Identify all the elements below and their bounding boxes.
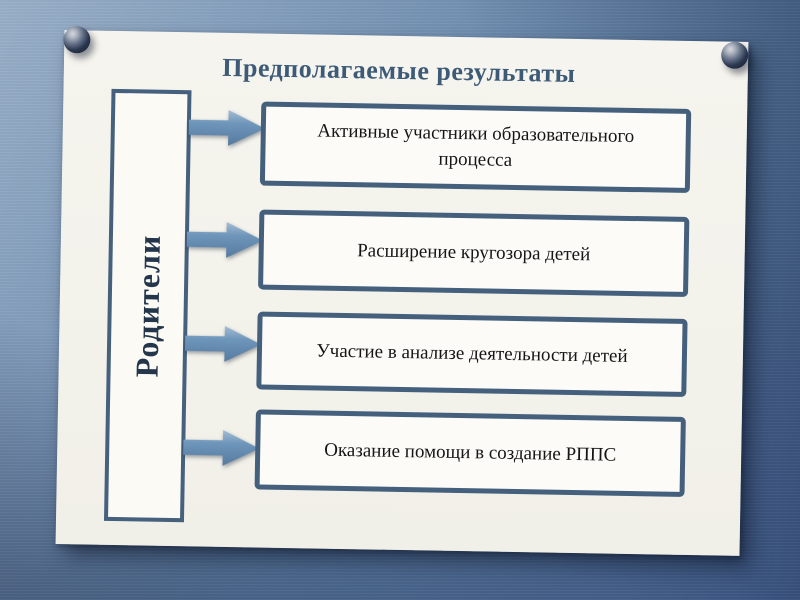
result-label-4: Оказание помощи в создание РППС [324,439,617,466]
parents-box: Родители [103,88,192,523]
result-label-3: Участие в анализе деятельности детей [316,340,628,368]
result-label-2: Расширение кругозора детей [356,240,591,266]
result-box-1: Активные участники образовательного проц… [259,101,692,194]
push-pin-icon [720,41,749,70]
result-box-3: Участие в анализе деятельности детей [256,311,688,397]
arrow-right-icon [187,220,264,259]
slide-title: Предполагаемые результаты [222,52,576,88]
parents-label: Родители [127,233,167,378]
result-box-4: Оказание помощи в создание РППС [254,409,686,497]
result-box-2: Расширение кругозора детей [258,209,690,297]
slide-paper: Предполагаемые результаты Родители Актив… [55,26,749,556]
result-label-1: Активные участники образовательного проц… [317,120,635,171]
push-pin-icon [63,26,91,54]
arrow-right-icon [185,324,262,363]
arrow-right-icon [189,108,266,147]
arrow-right-icon [183,428,260,467]
